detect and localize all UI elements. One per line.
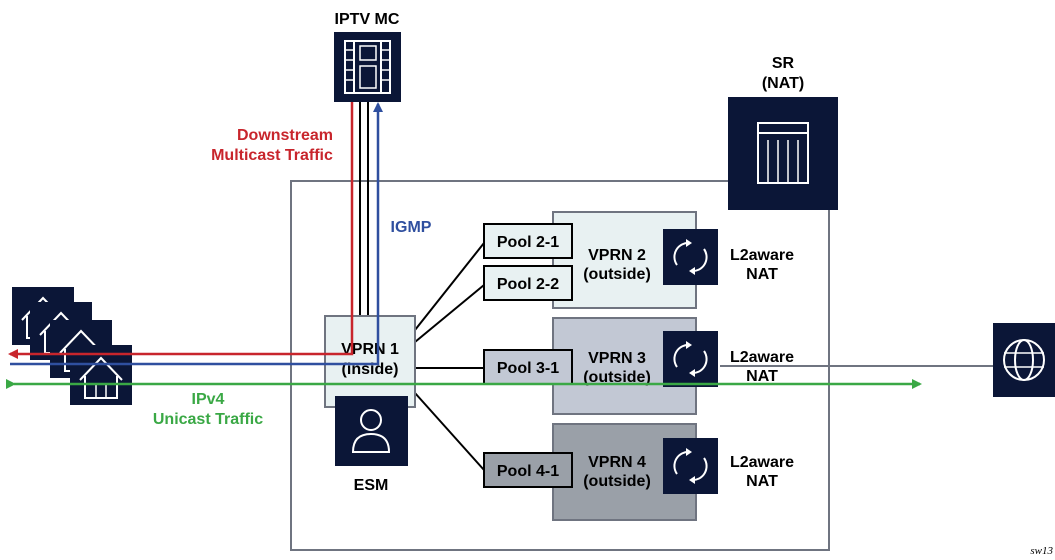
downstream-sublabel: Multicast Traffic <box>211 147 333 164</box>
pool-4-1-label: Pool 4-1 <box>497 463 559 480</box>
pool-2-2-box <box>483 265 573 301</box>
igmp-path <box>10 102 383 366</box>
iptv-label: IPTV MC <box>335 11 400 28</box>
nat-label-2: L2aware <box>730 349 794 366</box>
vprn4-sublabel: (outside) <box>583 473 651 490</box>
unicast-label: IPv4 <box>192 391 225 408</box>
vprn1-box <box>324 315 416 408</box>
vprn4-label: VPRN 4 <box>588 454 646 471</box>
vprn1-connections <box>414 242 485 471</box>
internet-globe-icon <box>993 323 1055 397</box>
esm-label: ESM <box>354 477 389 494</box>
nat-sublabel-1: NAT <box>746 266 778 283</box>
pool-2-1-box <box>483 223 573 259</box>
downstream-multicast-path <box>8 102 354 359</box>
vprn2-sublabel: (outside) <box>583 266 651 283</box>
vprn1-label: VPRN 1 <box>341 341 399 358</box>
sr-sublabel: (NAT) <box>762 75 804 92</box>
nat-engine-icon-1 <box>663 229 718 285</box>
pool-2-1-label: Pool 2-1 <box>497 234 559 251</box>
nat-label-1: L2aware <box>730 247 794 264</box>
nat-sublabel-3: NAT <box>746 473 778 490</box>
unicast-sublabel: Unicast Traffic <box>153 411 263 428</box>
iptv-server-icon <box>334 32 401 102</box>
pool-2-2-label: Pool 2-2 <box>497 276 559 293</box>
nat-engine-icon-3 <box>663 438 718 494</box>
nat-router-icon <box>728 97 838 210</box>
nat-engine-icon-2 <box>663 331 718 387</box>
nat-label-3: L2aware <box>730 454 794 471</box>
pool-3-1-label: Pool 3-1 <box>497 360 559 377</box>
esm-user-icon <box>335 396 408 466</box>
igmp-label: IGMP <box>391 219 432 236</box>
sr-label: SR <box>772 55 795 72</box>
vprn3-label: VPRN 3 <box>588 350 646 367</box>
figure-id: sw13 <box>1030 545 1053 557</box>
downstream-label: Downstream <box>237 127 333 144</box>
subscriber-home-icons <box>12 287 132 405</box>
pool-4-1-box <box>483 452 573 488</box>
nat-sublabel-2: NAT <box>746 368 778 385</box>
vprn2-label: VPRN 2 <box>588 247 646 264</box>
